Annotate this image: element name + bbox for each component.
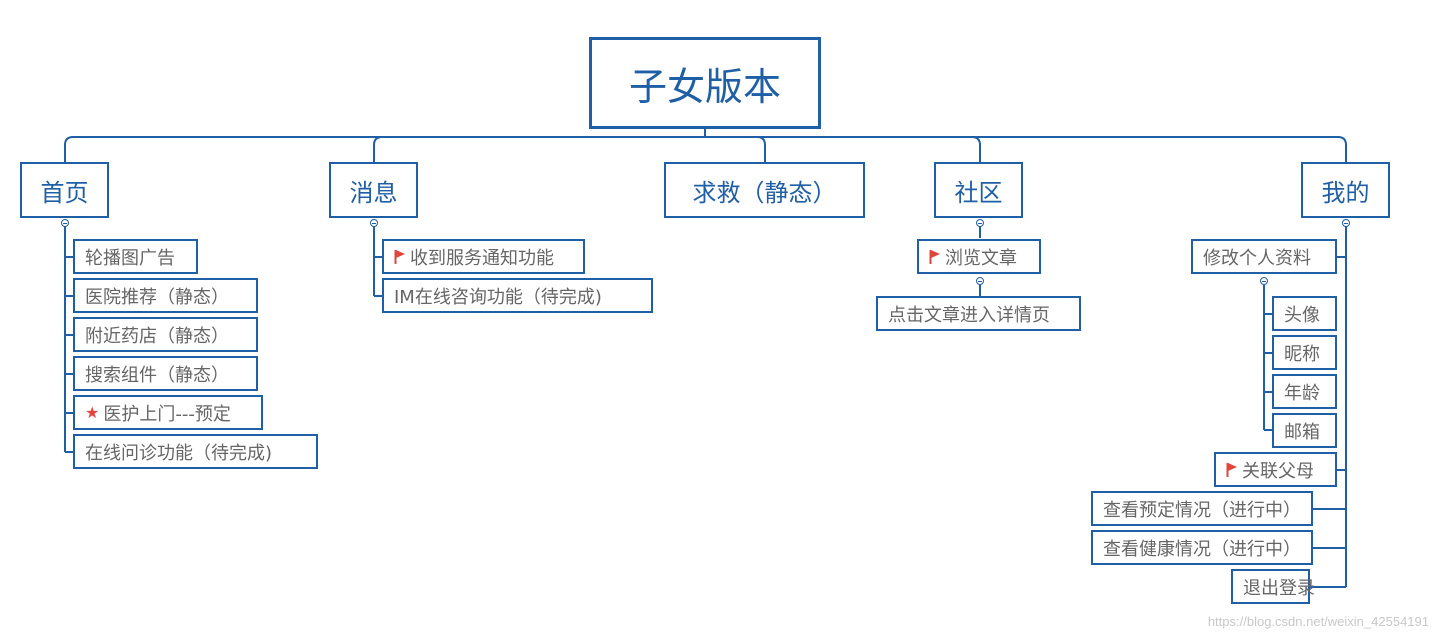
node-view-health-label: 查看健康情况（进行中） [1103, 538, 1301, 560]
node-email[interactable]: 邮箱 [1272, 413, 1337, 448]
node-avatar[interactable]: 头像 [1272, 296, 1337, 331]
node-home-nursing-label: 医护上门---预定 [103, 403, 231, 425]
flag-icon [929, 249, 940, 264]
node-community[interactable]: 社区 [934, 162, 1023, 218]
collapse-toggle-profile[interactable] [1260, 277, 1268, 285]
node-community-label: 社区 [954, 178, 1003, 207]
node-link-parents-label: 关联父母 [1242, 460, 1314, 482]
node-im-consult[interactable]: IM在线咨询功能（待完成) [382, 278, 653, 313]
node-online-consult[interactable]: 在线问诊功能（待完成) [73, 434, 318, 469]
node-nearby-pharmacy[interactable]: 附近药店（静态） [73, 317, 258, 352]
node-search-component-label: 搜索组件（静态） [85, 364, 229, 386]
node-age[interactable]: 年龄 [1272, 374, 1337, 409]
node-nearby-pharmacy-label: 附近药店（静态） [85, 325, 229, 347]
node-home-label: 首页 [40, 178, 89, 207]
node-view-booking[interactable]: 查看预定情况（进行中） [1091, 491, 1313, 526]
root-label: 子女版本 [628, 64, 781, 109]
node-edit-profile[interactable]: 修改个人资料 [1191, 239, 1337, 274]
star-icon: ★ [85, 403, 100, 422]
node-service-notice[interactable]: 收到服务通知功能 [382, 239, 585, 274]
node-view-booking-label: 查看预定情况（进行中） [1103, 499, 1301, 521]
node-article-detail-label: 点击文章进入详情页 [888, 304, 1050, 326]
node-email-label: 邮箱 [1284, 421, 1320, 443]
node-nickname[interactable]: 昵称 [1272, 335, 1337, 370]
node-search-component[interactable]: 搜索组件（静态） [73, 356, 258, 391]
node-hospital-recommend[interactable]: 医院推荐（静态） [73, 278, 258, 313]
node-mine-label: 我的 [1321, 178, 1370, 207]
node-logout[interactable]: 退出登录 [1231, 569, 1315, 604]
collapse-toggle-home[interactable] [61, 219, 69, 227]
node-rescue-label: 求救（静态） [692, 178, 837, 207]
node-home-nursing[interactable]: ★ 医护上门---预定 [73, 395, 263, 430]
node-view-health[interactable]: 查看健康情况（进行中） [1091, 530, 1313, 565]
node-article-detail[interactable]: 点击文章进入详情页 [876, 296, 1081, 331]
node-carousel-ad[interactable]: 轮播图广告 [73, 239, 198, 274]
root-node[interactable]: 子女版本 [589, 37, 821, 129]
node-browse-articles[interactable]: 浏览文章 [917, 239, 1041, 274]
node-messages[interactable]: 消息 [329, 162, 418, 218]
node-messages-label: 消息 [349, 178, 398, 207]
node-im-consult-label: IM在线咨询功能（待完成) [394, 286, 602, 308]
node-logout-label: 退出登录 [1243, 577, 1315, 599]
node-nickname-label: 昵称 [1284, 343, 1320, 365]
collapse-toggle-mine[interactable] [1342, 219, 1350, 227]
collapse-toggle-community[interactable] [976, 219, 984, 227]
node-age-label: 年龄 [1284, 382, 1320, 404]
node-hospital-recommend-label: 医院推荐（静态） [85, 286, 229, 308]
node-browse-articles-label: 浏览文章 [945, 247, 1017, 269]
node-mine[interactable]: 我的 [1301, 162, 1390, 218]
node-edit-profile-label: 修改个人资料 [1203, 247, 1311, 269]
watermark: https://blog.csdn.net/weixin_42554191 [1207, 614, 1429, 629]
node-service-notice-label: 收到服务通知功能 [410, 247, 554, 269]
collapse-toggle-browse[interactable] [976, 277, 984, 285]
node-avatar-label: 头像 [1284, 304, 1320, 326]
node-home[interactable]: 首页 [20, 162, 109, 218]
flag-icon [394, 249, 405, 264]
collapse-toggle-messages[interactable] [370, 219, 378, 227]
node-online-consult-label: 在线问诊功能（待完成) [85, 442, 273, 464]
flag-icon [1226, 462, 1237, 477]
node-rescue[interactable]: 求救（静态） [664, 162, 865, 218]
node-link-parents[interactable]: 关联父母 [1214, 452, 1337, 487]
node-carousel-ad-label: 轮播图广告 [85, 247, 175, 269]
